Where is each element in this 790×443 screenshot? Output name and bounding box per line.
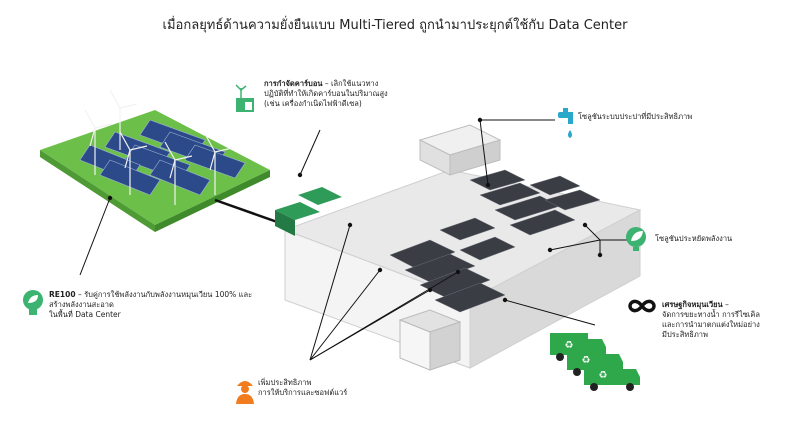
recycle-truck-icon: ♻ ♻ ♻ bbox=[550, 333, 640, 391]
carbon-text-3: (เช่น เครื่องกำเนิดไฟฟ้าดีเซล) bbox=[264, 99, 362, 108]
pointer-dots bbox=[107, 117, 603, 303]
re100-text-3: ในพื้นที่ Data Center bbox=[49, 310, 121, 319]
circular-heading: เศรษฐกิจหมุนเวียน bbox=[662, 300, 723, 309]
carbon-text-2: ปฏิบัติที่ทำให้เกิดคาร์บอนในปริมาณสูง bbox=[264, 89, 388, 98]
infinity-icon bbox=[628, 299, 656, 313]
efficiency-text-2: การให้บริการและซอฟต์แวร์ bbox=[258, 388, 348, 397]
re100-text-2: สร้างพลังงานสะอาด bbox=[49, 300, 114, 309]
re100-heading: RE100 bbox=[49, 290, 76, 299]
leaf-bulb-icon bbox=[626, 227, 646, 251]
circular-text-3: และการนำมาตกแต่งใหม่อย่าง bbox=[662, 320, 760, 329]
faucet-icon bbox=[558, 108, 573, 138]
datacenter-building bbox=[275, 124, 642, 371]
energy-label: โซลูชันประหยัดพลังงาน bbox=[655, 234, 733, 243]
lightbulb-leaf-icon bbox=[23, 290, 43, 315]
efficiency-text-1: เพิ่มประสิทธิภาพ bbox=[258, 378, 312, 387]
pointer-lines bbox=[79, 119, 640, 361]
carbon-label: การกำจัดคาร์บอน – เลิกใช้แนวทาง ปฏิบัติท… bbox=[264, 79, 388, 109]
diagram-title: เมื่อกลยุทธ์ด้านความยั่งยืนแบบ Multi-Tie… bbox=[162, 18, 628, 33]
re100-text-1: – รับคู่การใช้พลังงานกับพลังงานหมุนเวียน… bbox=[75, 290, 253, 299]
efficiency-label: เพิ่มประสิทธิภาพ การให้บริการและซอฟต์แวร… bbox=[258, 378, 347, 398]
circular-text-1: – bbox=[722, 300, 729, 309]
circular-text-2: จัดการขยะทางน้ำ การรีไซเคิล bbox=[662, 310, 760, 319]
water-label: โซลูชันระบบประปาที่มีประสิทธิภาพ bbox=[578, 112, 693, 121]
svg-text:♻: ♻ bbox=[599, 370, 608, 381]
carbon-heading: การกำจัดคาร์บอน bbox=[264, 79, 323, 88]
re100-label: RE100 – รับคู่การใช้พลังงานกับพลังงานหมุ… bbox=[49, 290, 252, 320]
carbon-text-1: – เลิกใช้แนวทาง bbox=[322, 79, 379, 88]
wind-solar-icon bbox=[235, 84, 254, 112]
svg-text:♻: ♻ bbox=[565, 340, 574, 351]
worker-icon bbox=[236, 381, 254, 404]
circular-label: เศรษฐกิจหมุนเวียน – จัดการขยะทางน้ำ การร… bbox=[662, 300, 760, 340]
renewable-platform bbox=[40, 89, 270, 232]
svg-text:♻: ♻ bbox=[582, 355, 591, 366]
circular-text-4: มีประสิทธิภาพ bbox=[662, 330, 708, 339]
